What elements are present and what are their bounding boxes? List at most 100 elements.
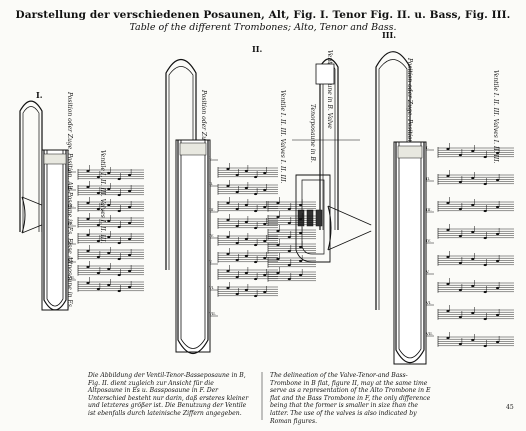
alto-staff-1-note-0 [86, 185, 90, 189]
alto-position-4: IV. [68, 221, 73, 226]
bass-staff-1-note-2 [471, 176, 475, 180]
bass-staff-1-note-3 [483, 182, 487, 186]
alto-staff-7-note-4 [128, 285, 132, 289]
bass-staff-5-note-4 [496, 286, 500, 290]
alto-staff-3-note-2 [107, 219, 111, 223]
figure-label-II: II. [252, 44, 263, 54]
bass-staff-6-note-2 [471, 311, 475, 315]
bass-staff-6-note-1 [458, 315, 462, 319]
bass-bell-section [375, 51, 411, 310]
page-title: Darstellung der verschiedenen Posaunen, … [15, 9, 511, 21]
bass-staff-1-note-4 [496, 178, 500, 182]
tenor-slide-inner [180, 140, 206, 349]
tenor-staff-6-note-2 [244, 271, 248, 275]
alto-staff-6-note-1 [96, 271, 100, 275]
bass-staff-2-note-0 [446, 201, 450, 205]
tenor-staff-2-note-2 [244, 203, 248, 207]
alto-staff-3-note-1 [96, 223, 100, 227]
valve-staff-4-note-0 [276, 257, 280, 261]
valve-staff-1-note-2 [299, 217, 303, 221]
bass-staff-7-note-4 [496, 340, 500, 344]
tenor-staff-1-note-0 [226, 184, 230, 188]
valve-staff-2-note-0 [276, 229, 280, 233]
bass-staff-1-note-0 [446, 174, 450, 178]
alto-staff-2-note-2 [107, 203, 111, 207]
alto-staff-7-note-0 [86, 281, 90, 285]
bass-position-7: VII. [425, 331, 433, 336]
bass-position-3: III. [426, 207, 432, 212]
page-number: 45 [506, 404, 514, 411]
valve-trombone-mouthpiece-box [315, 63, 335, 85]
tenor-staff-3-note-3 [254, 226, 258, 230]
alto-staff-5-note-4 [128, 253, 132, 257]
valve-staff-0-note-2 [299, 203, 303, 207]
valve-trombone-bell [327, 205, 332, 251]
tenor-slide [177, 140, 209, 355]
alto-staff-1-note-2 [107, 187, 111, 191]
bass-staff-4-note-1 [458, 261, 462, 265]
page-subtitle: Table of the different Trombones; Alto, … [129, 22, 397, 33]
alto-staff-1-note-1 [96, 191, 100, 195]
valve-trombone-tube-inner [322, 63, 336, 230]
tenor-staff-2-note-0 [226, 201, 230, 205]
bass-staff-7-note-0 [446, 336, 450, 340]
bass-staff-2-note-2 [471, 203, 475, 207]
alto-staff-5-note-0 [86, 249, 90, 253]
tenor-scale-box [179, 142, 207, 156]
bass-staff-5-note-1 [458, 288, 462, 292]
valve-staff-3-note-2 [299, 245, 303, 249]
bass-staff-0-note-2 [471, 149, 475, 153]
alto-bell [21, 196, 26, 234]
valve-staff-5-note-1 [287, 277, 291, 281]
tenor-staff-1-note-2 [244, 186, 248, 190]
valve-staff-4-note-1 [287, 263, 291, 267]
tenor-staff-7-note-0 [226, 286, 230, 290]
bass-staff-1-note-1 [458, 180, 462, 184]
tenor-bell-section [165, 58, 197, 270]
valve-staff-3-note-1 [287, 249, 291, 253]
tenor-staff-3-note-0 [226, 218, 230, 222]
bass-staff-5-note-3 [483, 290, 487, 294]
alto-staff-3-note-4 [128, 221, 132, 225]
tenor-staff-5-note-2 [244, 254, 248, 258]
bass-staff-4-note-4 [496, 259, 500, 263]
bass-staff-4-note-3 [483, 263, 487, 267]
tenor-staff-5-note-4 [263, 256, 267, 260]
alto-staff-2-note-1 [96, 207, 100, 211]
alto-staff-4-note-1 [96, 239, 100, 243]
tenor-slide-frame [175, 139, 211, 353]
bass-staff-3-note-4 [496, 232, 500, 236]
bass-staff-0-note-4 [496, 151, 500, 155]
tenor-staff-3-note-4 [263, 222, 267, 226]
valve-staff-4-note-2 [299, 259, 303, 263]
tenor-position-7: VII. [208, 311, 216, 316]
valve-staff-0-note-0 [276, 201, 280, 205]
tenor-position-4: IV. [209, 233, 214, 238]
alto-staff-0-note-0 [86, 169, 90, 173]
tenor-staff-4-note-4 [263, 239, 267, 243]
alto-staff-4-note-3 [117, 241, 121, 245]
tenor-staff-4-note-2 [244, 237, 248, 241]
valve-staff-1-note-1 [287, 221, 291, 225]
valve-trombone-label: Tenorposaune in B. [309, 104, 316, 163]
alto-staff-7-note-1 [96, 287, 100, 291]
bass-staff-7-note-2 [471, 338, 475, 342]
caption-english: The delineation of the Valve-Tenor-and B… [270, 372, 431, 425]
tenor-staff-4-note-3 [254, 243, 258, 247]
valve-staff-0-note-1 [287, 207, 291, 211]
tenor-staff-6-note-3 [254, 277, 258, 281]
bass-position-6: VI. [425, 300, 431, 305]
bass-position-4: IV. [426, 238, 431, 243]
valve-staff-5-note-2 [299, 273, 303, 277]
bass-staff-3-note-1 [458, 234, 462, 238]
tenor-staff-3-note-2 [244, 220, 248, 224]
valve-staff-5-note-0 [276, 271, 280, 275]
alto-position-7: VII. [67, 275, 75, 280]
alto-bell-section-inner [22, 106, 40, 232]
bass-staff-5-note-0 [446, 282, 450, 286]
bass-staff-3-note-0 [446, 228, 450, 232]
alto-staff-3-note-0 [86, 217, 90, 221]
valve-piston-3 [315, 209, 323, 227]
figure-label-III: III. [382, 30, 397, 40]
